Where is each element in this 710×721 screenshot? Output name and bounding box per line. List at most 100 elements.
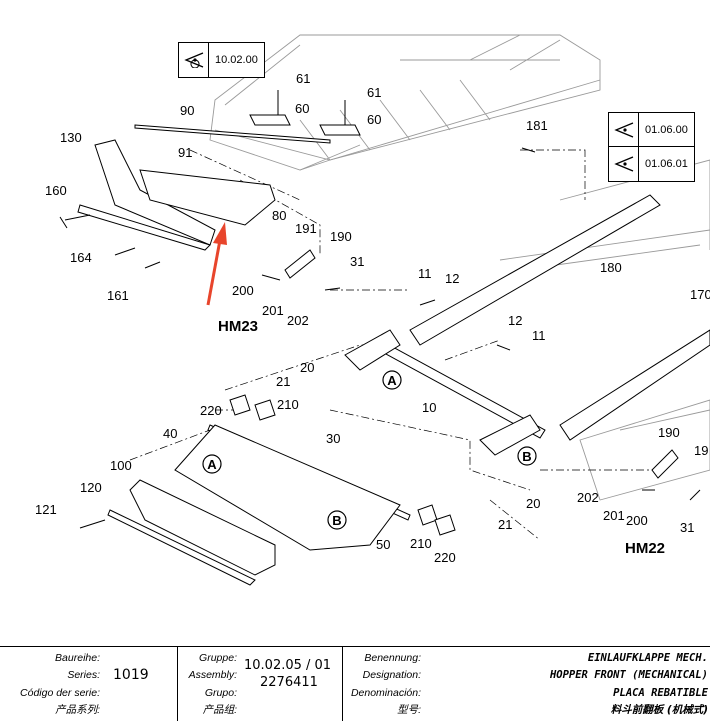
part-label: 170 [690, 287, 710, 302]
screw-200 [261, 274, 281, 281]
series-label: Código der serie: [20, 686, 100, 699]
assembly-label: Gruppe: [199, 651, 237, 664]
part-80-flap [139, 169, 276, 226]
designation-label: Benennung: [364, 651, 421, 664]
part-label: 31 [350, 254, 364, 269]
part-label: 220 [434, 550, 456, 565]
designation-label: Denominación: [350, 686, 421, 699]
assembly-label: 产品组: [202, 704, 237, 717]
assembly-label: Grupo: [204, 686, 237, 699]
marker-A-1: A [382, 370, 402, 390]
bracket-right [479, 414, 541, 456]
part-label: 164 [70, 250, 92, 265]
part-label: 21 [276, 374, 290, 389]
part-label: 20 [526, 496, 540, 511]
part-label: 40 [163, 426, 177, 441]
designation-value: EINLAUFKLAPPE MECH. [587, 651, 708, 664]
screw-31b [689, 489, 701, 501]
part-130-plate [94, 139, 216, 246]
eye-view-icon [609, 113, 639, 147]
title-block: Baureihe: Series: Código der serie: 产品系列… [0, 646, 710, 721]
part-label: 121 [35, 502, 57, 517]
series-cell: Baureihe: Series: Código der serie: 产品系列… [0, 647, 178, 721]
marker-A-2: A [202, 454, 222, 474]
part-label: 61 [296, 71, 310, 86]
part-label: 120 [80, 480, 102, 495]
eye-view-icon [609, 147, 639, 181]
part-190-spring-b [651, 449, 679, 479]
part-label: 60 [367, 112, 381, 127]
part-label: 61 [367, 85, 381, 100]
part-label: 202 [577, 490, 599, 505]
part-label: 181 [526, 118, 548, 133]
part-label: 200 [626, 513, 648, 528]
part-label: 50 [376, 537, 390, 552]
red-arrow [206, 222, 227, 306]
reference-box-top[interactable]: 10.02.00 [178, 42, 265, 78]
part-210-clip [254, 399, 276, 421]
screw-31 [324, 287, 341, 291]
reference-number: 01.06.00 [645, 124, 688, 136]
screw-12 [419, 299, 436, 306]
series-value: 1019 [113, 667, 149, 683]
hm22-label: HM22 [625, 540, 665, 557]
series-label: Baureihe: [55, 651, 100, 664]
designation-cell: Benennung: Designation: Denominación: 型号… [343, 647, 710, 721]
reference-box-right-1[interactable]: 01.06.00 [608, 112, 695, 148]
part-label: 200 [232, 283, 254, 298]
part-label: 12 [445, 271, 459, 286]
part-label: 31 [680, 520, 694, 535]
series-label: Series: [67, 669, 100, 682]
screw-12b [496, 344, 511, 351]
part-label: 19 [694, 443, 708, 458]
part-label: 11 [532, 328, 546, 343]
designation-value: PLACA REBATIBLE [613, 686, 708, 699]
part-90-rod [134, 124, 331, 144]
part-label: 90 [180, 103, 194, 118]
part-label: 210 [277, 397, 299, 412]
part-160-strip [77, 204, 211, 251]
part-label: 12 [508, 313, 522, 328]
part-60-bracket-a [249, 114, 291, 126]
part-label: 21 [498, 517, 512, 532]
reference-number: 01.06.01 [645, 158, 688, 170]
part-120-strip [107, 509, 256, 586]
part-180-channel [409, 194, 661, 346]
screw-164 [59, 214, 91, 229]
part-label: 210 [410, 536, 432, 551]
screw-61 [277, 90, 346, 125]
part-label: 220 [200, 403, 222, 418]
part-100-plate [129, 479, 276, 576]
designation-label: 型号: [397, 704, 421, 717]
reference-box-right-2[interactable]: 01.06.01 [608, 146, 695, 182]
assembly-value: 10.02.05 / 01 [244, 658, 332, 673]
part-label: 202 [287, 313, 309, 328]
assembly-lines [129, 149, 650, 541]
eye-view-icon [179, 43, 209, 77]
part-label: 130 [60, 130, 82, 145]
exploded-parts-drawing: A B A B 61 61 60 60 90 91 130 160 164 16… [35, 34, 710, 586]
marker-B-1: B [517, 446, 537, 466]
hm23-label: HM23 [218, 318, 258, 335]
series-label: 产品系列: [55, 704, 100, 717]
part-210-clip-b [417, 504, 438, 526]
designation-value: 料斗前翻板 (机械式) [610, 704, 708, 717]
assembly-label: Assembly: [188, 669, 237, 682]
part-170-channel [559, 329, 710, 441]
part-label: 10 [422, 400, 436, 415]
part-label: 190 [330, 229, 352, 244]
part-label: 91 [178, 145, 192, 160]
designation-label: Designation: [362, 669, 421, 682]
part-label: 180 [600, 260, 622, 275]
part-label: 190 [658, 425, 680, 440]
screw-161 [114, 247, 161, 269]
designation-value: HOPPER FRONT (MECHANICAL) [549, 669, 708, 682]
hopper-body-outline [209, 34, 710, 501]
reference-number: 10.02.00 [215, 54, 258, 66]
part-label: 201 [262, 303, 284, 318]
screw-181 [521, 147, 536, 153]
part-label: 20 [300, 360, 314, 375]
part-label: 11 [418, 266, 432, 281]
part-label: 160 [45, 183, 67, 198]
marker-B-2: B [327, 510, 347, 530]
